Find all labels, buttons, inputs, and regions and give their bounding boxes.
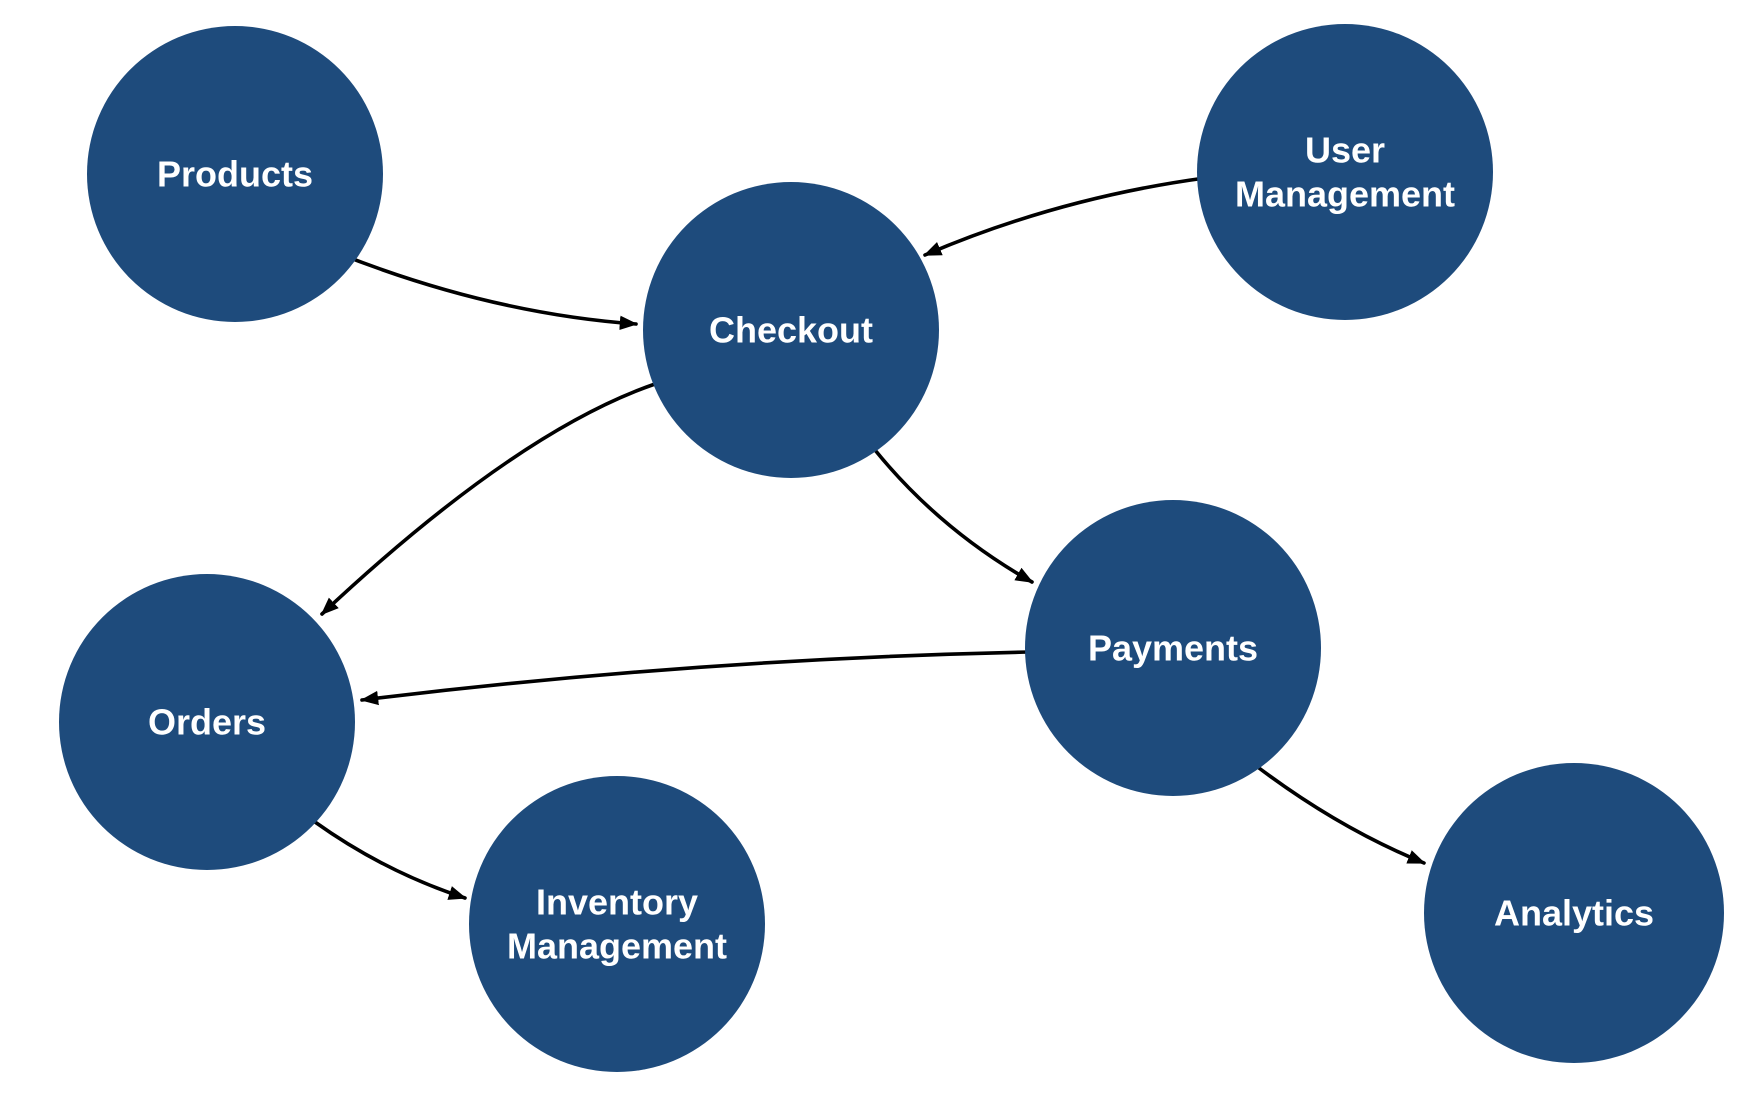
edge-orders-to-inventory-management[interactable] [313,820,467,900]
analytics-circle[interactable] [1424,763,1724,1063]
products-label: Products [157,154,313,195]
edge-products-to-checkout[interactable] [323,246,638,331]
checkout-label: Checkout [709,310,873,351]
inventory-management-circle[interactable] [469,776,765,1072]
node-payments[interactable]: Payments [1025,500,1321,796]
edge-checkout-to-orders[interactable] [320,382,657,616]
products-circle[interactable] [87,26,383,322]
node-checkout[interactable]: Checkout [643,182,939,478]
analytics-label: Analytics [1494,893,1654,934]
payments-label: Payments [1088,628,1258,669]
edge-user-management-to-checkout[interactable] [923,176,1207,257]
payments-circle[interactable] [1025,500,1321,796]
user-management-circle[interactable] [1197,24,1493,320]
edges-layer [313,176,1426,900]
edge-checkout-to-payments[interactable] [873,448,1034,584]
edge-payments-to-analytics[interactable] [1253,763,1426,865]
node-products[interactable]: Products [87,26,383,322]
node-analytics[interactable]: Analytics [1424,763,1724,1063]
orders-circle[interactable] [59,574,355,870]
orders-label: Orders [148,702,266,743]
checkout-circle[interactable] [643,182,939,478]
node-orders[interactable]: Orders [59,574,355,870]
edge-payments-to-orders[interactable] [360,650,1032,706]
